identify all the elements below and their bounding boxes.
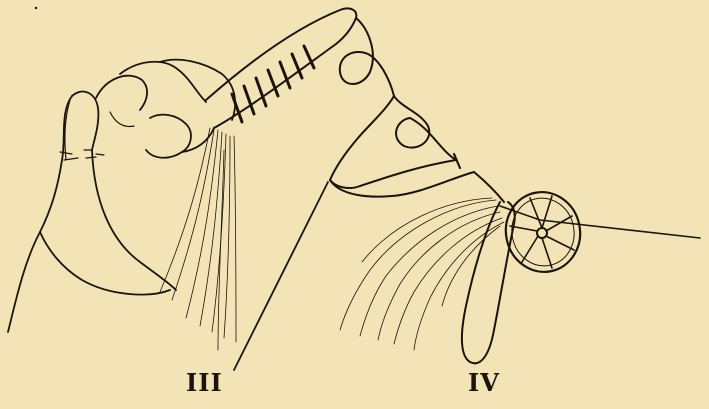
- spindle-disc: [498, 185, 587, 279]
- needle-iii: [234, 182, 328, 370]
- loose-fibres-left: [160, 128, 236, 350]
- hand-drawing: [8, 60, 235, 332]
- ink-speck: [35, 7, 37, 9]
- fibre-bundle-iv: [340, 198, 504, 350]
- thread-loops: [330, 18, 474, 197]
- figure-label-iv: IV: [468, 368, 500, 397]
- needle-iv: [500, 206, 700, 238]
- figure-label-iii: III: [186, 368, 223, 397]
- wrapped-bundle: [206, 8, 356, 128]
